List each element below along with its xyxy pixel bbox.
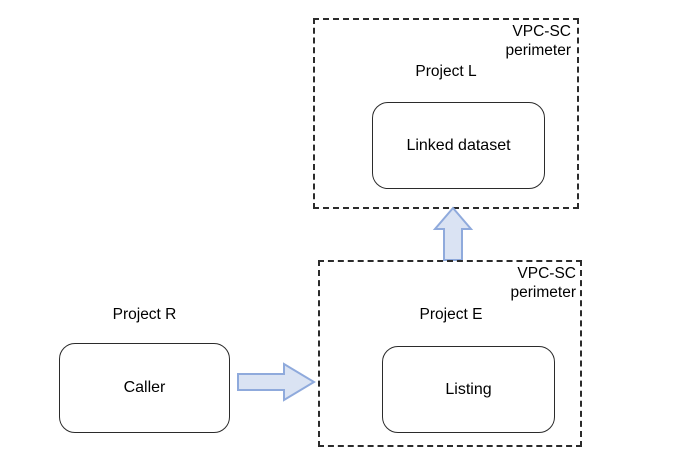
block-arrow-up-shape	[432, 206, 474, 261]
node-linked-dataset[interactable]: Linked dataset	[372, 102, 545, 189]
node-linked-dataset-label: Linked dataset	[406, 136, 511, 154]
arrow-caller-to-listing	[236, 362, 316, 402]
node-caller[interactable]: Caller	[59, 343, 230, 433]
block-arrow-right-shape	[237, 362, 316, 402]
arrow-listing-to-linked-dataset	[432, 206, 474, 262]
vpc-sc-perimeter-project-e	[318, 260, 582, 447]
vpc-sc-perimeter-project-l	[313, 18, 579, 209]
project-l-label: Project L	[415, 63, 477, 80]
vpc-sc-perimeter-label-project-l: VPC-SC perimeter	[505, 23, 571, 59]
node-listing[interactable]: Listing	[382, 346, 555, 433]
vpc-sc-perimeter-label-project-e: VPC-SC perimeter	[510, 265, 576, 301]
node-caller-label: Caller	[123, 379, 166, 397]
project-e-label: Project E	[419, 306, 483, 323]
project-r-label: Project R	[112, 306, 177, 323]
node-listing-label: Listing	[445, 380, 492, 398]
